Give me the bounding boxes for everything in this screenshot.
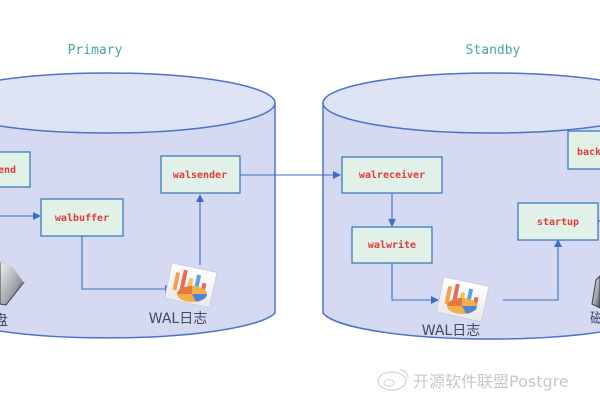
- arrow-walbuffer-to-wal: [81, 236, 173, 293]
- wal-document-icon: [164, 262, 218, 308]
- walwrite-label: walwrite: [368, 239, 416, 251]
- arrow-wal-to-startup: [503, 239, 562, 301]
- wal-label-standby: WAL日志: [422, 323, 480, 339]
- arrow-walwrite-to-wal: [391, 263, 439, 304]
- walbuffer-label: walbuffer: [55, 213, 109, 224]
- walbuffer-box: walbuffer: [40, 198, 124, 237]
- walwrite-box: walwrite: [351, 226, 433, 264]
- walreceiver-label: walreceiver: [359, 169, 425, 181]
- disk-drive-icon-standby: [591, 275, 600, 309]
- backend-box-standby: back: [567, 130, 600, 170]
- walsender-box: walsender: [160, 155, 241, 194]
- backend-label-primary: end: [0, 165, 16, 176]
- disk-label-standby: 磁: [590, 311, 600, 327]
- wal-document-icon-standby: [436, 276, 490, 322]
- weibo-logo-icon: [377, 369, 409, 391]
- connectors: [0, 171, 600, 304]
- backend-box-primary: end: [0, 151, 31, 188]
- walreceiver-box: walreceiver: [341, 156, 443, 194]
- standby-title: Standby: [466, 43, 521, 58]
- disk-label-primary: 盘: [0, 312, 8, 329]
- backend-label-standby: back: [577, 147, 600, 158]
- primary-title: Primary: [68, 43, 123, 58]
- walsender-label: walsender: [173, 170, 227, 181]
- startup-box: startup: [517, 202, 599, 241]
- startup-label: startup: [537, 217, 579, 228]
- disk-drive-icon: [0, 261, 25, 306]
- watermark-text: 开源软件联盟Postgre: [413, 372, 569, 391]
- wal-label-primary: WAL日志: [149, 311, 207, 327]
